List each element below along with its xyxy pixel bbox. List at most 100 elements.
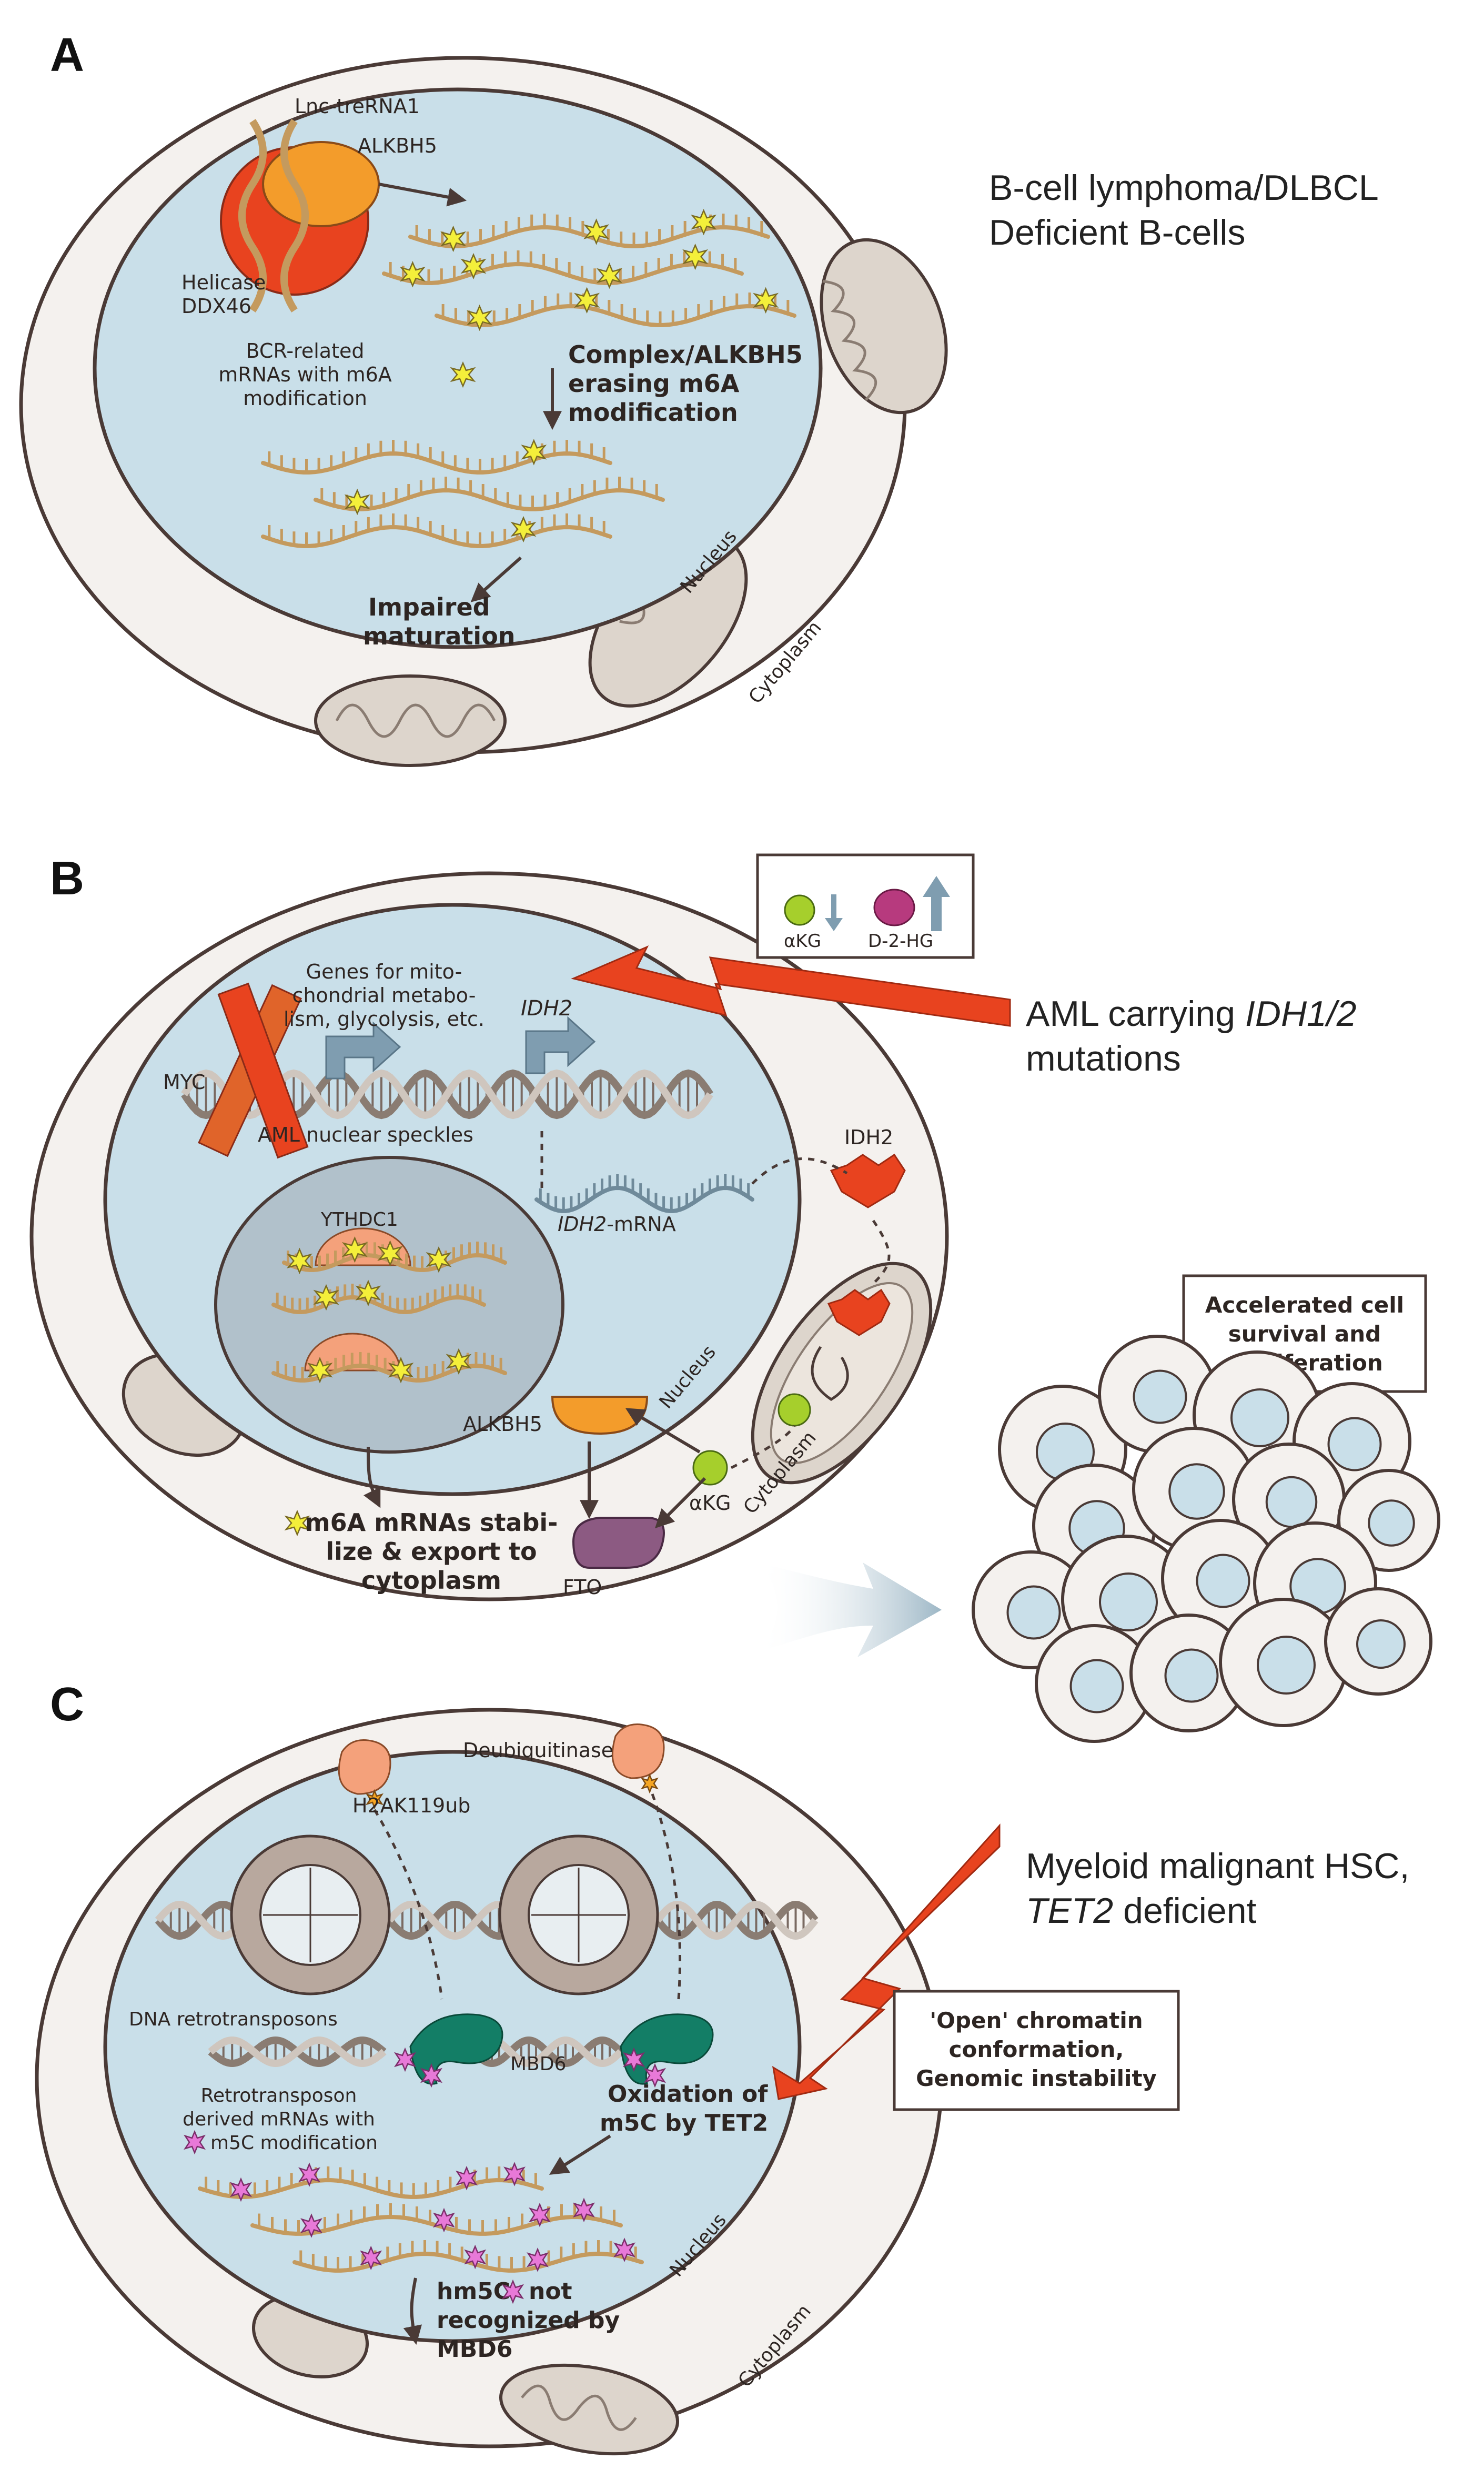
export-label: lize & export to	[326, 1537, 537, 1566]
export-label: cytoplasm	[361, 1566, 501, 1595]
open-chromatin-label: Genomic instability	[916, 2065, 1157, 2091]
myc-label: MYC	[163, 1071, 205, 1094]
legend-d2hg: D-2-HG	[868, 931, 933, 952]
rna-strand-icon	[408, 209, 770, 251]
oxidation-label: Oxidation of	[608, 2081, 768, 2108]
idh2-protein-icon	[827, 1288, 891, 1336]
tss-arrow	[525, 1016, 596, 1074]
rna-strand-icon	[282, 1237, 507, 1274]
akg-molecule	[692, 1450, 728, 1486]
mitochondrion-icon	[820, 238, 948, 415]
rna-strand-icon	[271, 1281, 486, 1314]
disease-title: Deficient B-cells	[989, 213, 1246, 253]
lightning-arrow-icon	[772, 1823, 1001, 2100]
metabolite-legend: αKG D-2-HG	[756, 853, 975, 959]
mitochondrion-icon	[499, 2363, 679, 2456]
oxidation-label: m5C by TET2	[600, 2110, 768, 2136]
dna-retro-label: DNA retrotransposons	[129, 2009, 338, 2030]
genes-label: lism, glycolysis, etc.	[284, 1007, 484, 1031]
tumor-cell	[1219, 1598, 1348, 1727]
genes-label: chondrial metabo-	[292, 984, 476, 1007]
idh2-mrna-label: IDH2-mRNA	[558, 1213, 676, 1236]
helicase-label: DDX46	[181, 295, 251, 318]
retro-label: m5C modification	[210, 2132, 378, 2154]
dna-helix-icon	[208, 2036, 387, 2068]
progression-arrow	[758, 1562, 942, 1657]
idh2-gene-label: IDH2	[521, 996, 572, 1021]
disease-title: AML carrying IDH1/2	[1026, 994, 1357, 1034]
nucleosome-icon	[498, 1834, 659, 1995]
open-chromatin-label: conformation,	[949, 2037, 1124, 2062]
lightning-arrow-icon	[571, 945, 1011, 1027]
tumor-cell	[1324, 1587, 1432, 1696]
complex-label: modification	[568, 398, 738, 427]
myc-protein	[217, 982, 309, 1159]
alkbh5-label: ALKBH5	[463, 1413, 542, 1436]
disease-title: Myeloid malignant HSC,	[1026, 1846, 1409, 1886]
mitochondrion-icon	[314, 674, 507, 767]
tumor-cell	[1129, 1614, 1248, 1732]
rna-strand-icon	[198, 2163, 544, 2201]
complex-label: erasing m6A	[568, 369, 740, 398]
rna-strand-icon	[435, 288, 796, 330]
rna-strand-icon	[271, 1349, 507, 1383]
impaired-label: Impaired	[368, 593, 490, 621]
panel-c: Deubiquitinase H2AK119ub DNA retrotransp…	[35, 1678, 1409, 2456]
cell-cluster	[972, 1335, 1440, 1743]
helicase-label: Helicase	[181, 271, 266, 294]
fto-protein	[572, 1517, 665, 1569]
panel-letter: A	[50, 29, 84, 82]
panel-letter: C	[50, 1678, 84, 1731]
export-label: m6A mRNAs stabi-	[305, 1508, 558, 1537]
h2ak-label: H2AK119ub	[352, 1794, 470, 1817]
akg-molecule	[778, 1393, 811, 1427]
retro-label: Retrotransposon	[201, 2085, 357, 2106]
disease-title: TET2 deficient	[1026, 1891, 1257, 1931]
deubiquitinase-label: Deubiquitinase	[463, 1739, 613, 1762]
hm5c-label: not	[529, 2278, 572, 2305]
panel-letter: B	[50, 852, 84, 905]
rna-strand-icon	[292, 2239, 644, 2273]
fto-label: FTO	[563, 1576, 602, 1599]
hm5c-label: recognized by	[437, 2307, 620, 2334]
genes-label: Genes for mito-	[306, 960, 462, 983]
rna-strand-icon	[261, 440, 612, 475]
deubiquitinase-protein	[611, 1723, 665, 1779]
bcr-label: mRNAs with m6A	[218, 363, 392, 386]
mbd6-label: MBD6	[510, 2053, 566, 2075]
tumor-cell	[1098, 1335, 1217, 1454]
nucleosome-icon	[230, 1834, 391, 1995]
disease-title: mutations	[1026, 1039, 1181, 1078]
arrow	[378, 183, 467, 207]
open-chromatin-box: 'Open' chromatin conformation, Genomic i…	[893, 1990, 1180, 2111]
idh2-protein-icon	[830, 1153, 906, 1208]
alkbh5-label: ALKBH5	[358, 134, 437, 157]
speckles-label: AML nuclear speckles	[258, 1123, 473, 1146]
dna-helix-icon	[654, 1900, 819, 1940]
rna-strand-icon	[250, 2199, 623, 2237]
helicase-complex	[220, 119, 380, 312]
impaired-label: maturation	[363, 622, 516, 650]
complex-label: Complex/ALKBH5	[568, 340, 803, 369]
bcr-label: BCR-related	[246, 339, 365, 362]
hm5c-label: MBD6	[437, 2336, 512, 2363]
arrow	[470, 556, 522, 602]
tss-arrow	[325, 1021, 401, 1080]
lnc-label: Lnc-treRNA1	[295, 95, 420, 118]
accel-label: Accelerated cell	[1205, 1292, 1404, 1318]
akg-label: αKG	[689, 1491, 731, 1515]
rna-strand-icon	[534, 1174, 754, 1213]
ythdc1-label: YTHDC1	[320, 1209, 398, 1231]
idh2-protein-label: IDH2	[844, 1126, 893, 1149]
rna-strand-icon	[261, 513, 612, 548]
bcr-label: modification	[243, 387, 367, 410]
hm5c-label: hm5C	[437, 2278, 510, 2305]
deubiquitinase-protein	[338, 1739, 391, 1795]
disease-title: B-cell lymphoma/DLBCL	[989, 168, 1379, 208]
retro-label: derived mRNAs with	[183, 2109, 375, 2130]
panel-b: Genes for mito- chondrial metabo- lism, …	[29, 852, 1440, 1743]
open-chromatin-label: 'Open' chromatin	[930, 2008, 1143, 2033]
accel-label: survival and	[1228, 1321, 1381, 1347]
